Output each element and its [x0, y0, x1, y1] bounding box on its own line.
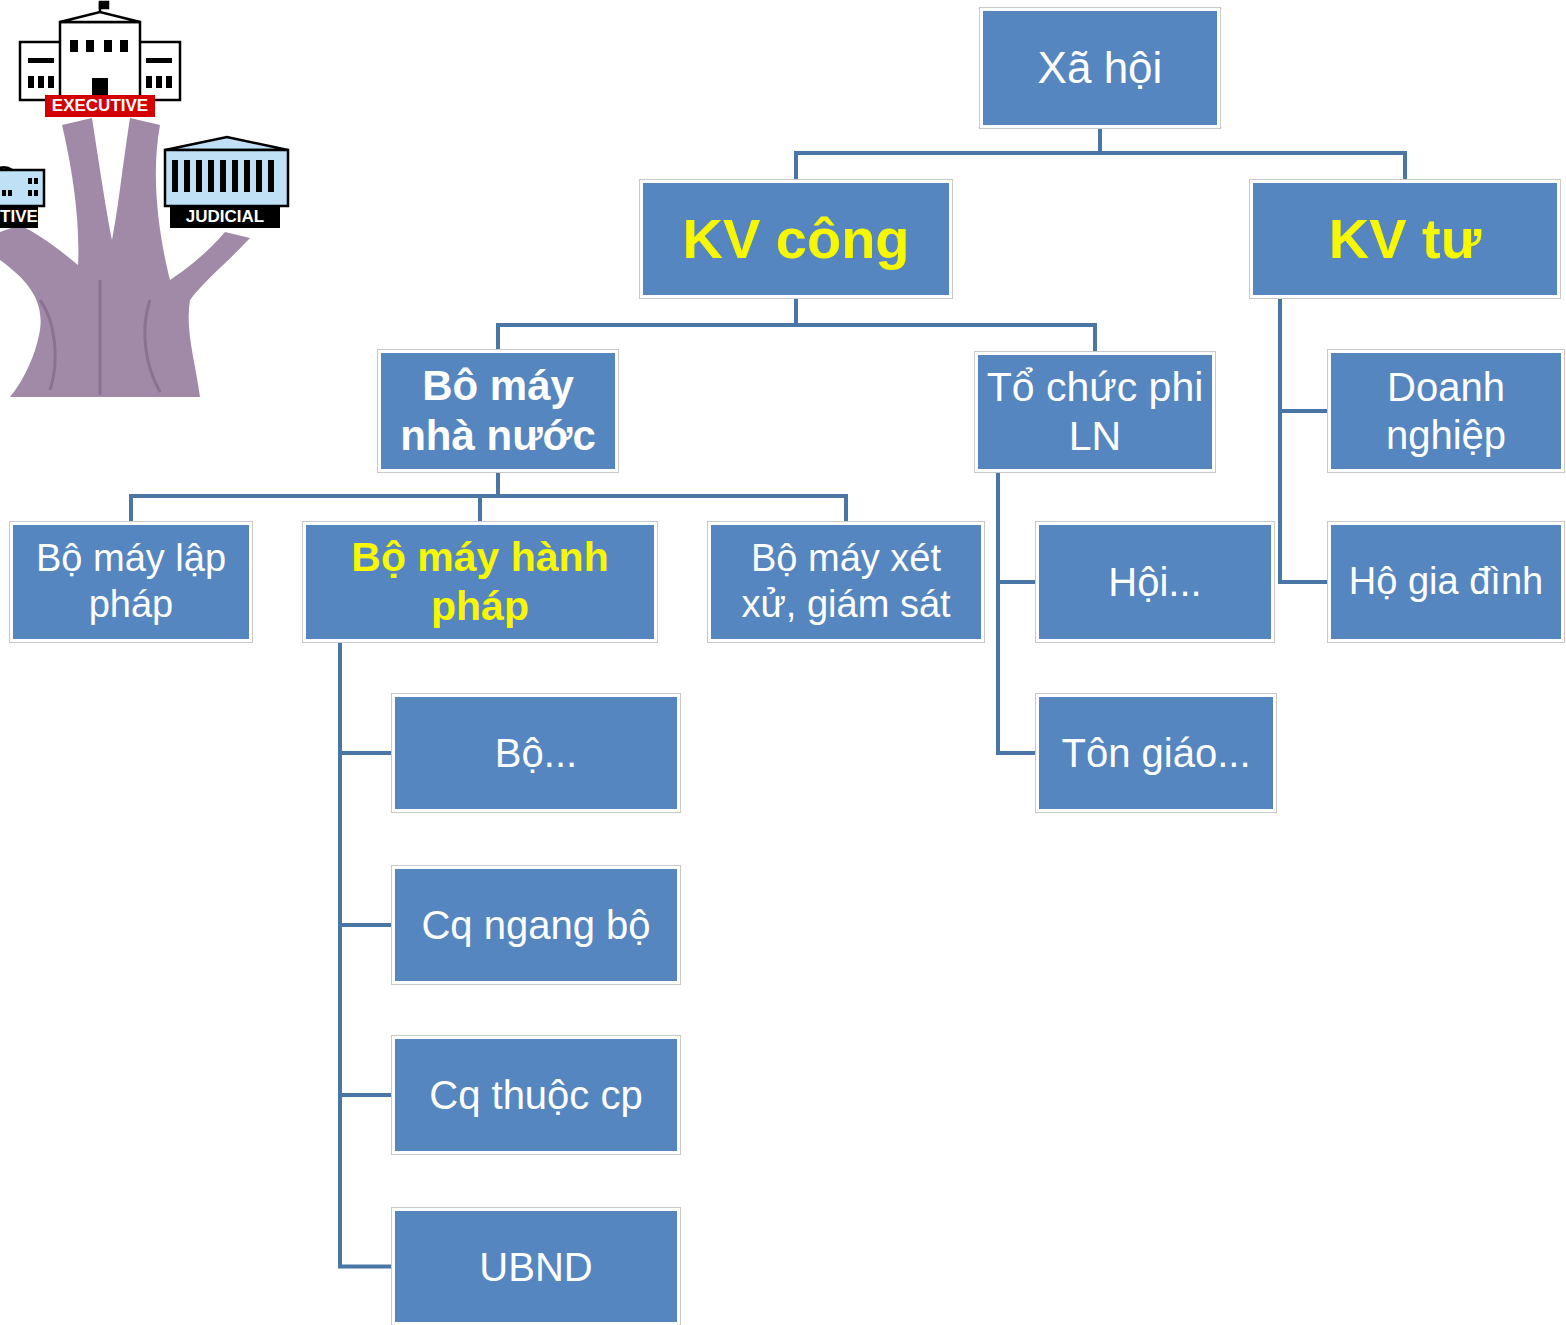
org-box: Hộ gia đình — [1328, 522, 1564, 642]
box-label: Cq thuộc cp — [403, 1071, 669, 1119]
box-label: Hộ gia đình — [1339, 559, 1553, 605]
tree-connector — [340, 642, 392, 1095]
org-box: Cq ngang bộ — [392, 866, 680, 984]
tree-connector — [796, 128, 1100, 180]
box-label: Xã hội — [991, 42, 1209, 95]
box-label: Bộ... — [403, 729, 669, 777]
tree-connector — [998, 472, 1036, 582]
legislative-building — [0, 167, 44, 206]
tree-connector — [1280, 298, 1328, 582]
org-box: Doanh nghiệp — [1328, 350, 1564, 472]
org-box: Bộ... — [392, 694, 680, 812]
tree-connector — [796, 298, 1095, 352]
box-label: UBND — [403, 1243, 669, 1291]
government-tree-illustration — [0, 0, 300, 400]
box-label: Bô máy nhà nước — [389, 361, 607, 462]
tree-connector — [1280, 298, 1328, 411]
executive-building — [20, 2, 180, 100]
box-label: KV công — [651, 205, 941, 272]
org-box: KV công — [640, 180, 952, 298]
org-box: Bô máy nhà nước — [378, 350, 618, 472]
branch-label: EXECUTIVE — [45, 95, 155, 117]
box-label: Cq ngang bộ — [403, 901, 669, 949]
box-label: Tôn giáo... — [1047, 729, 1265, 777]
org-box: Bộ máy hành pháp — [303, 522, 657, 642]
tree-connector — [1100, 128, 1405, 180]
org-box: Hội... — [1036, 522, 1274, 642]
tree-connector — [480, 472, 498, 522]
tree-connector — [340, 642, 392, 1267]
box-label: Bộ máy hành pháp — [314, 533, 646, 631]
branch-label: TIVE — [0, 206, 38, 228]
box-label: Bộ máy lập pháp — [21, 536, 241, 627]
box-label: Tổ chức phi LN — [986, 363, 1204, 461]
judicial-building — [165, 137, 288, 206]
org-box: Bộ máy lập pháp — [10, 522, 252, 642]
branch-label: JUDICIAL — [170, 206, 280, 228]
org-box: Cq thuộc cp — [392, 1036, 680, 1154]
org-box: Bộ máy xét xử, giám sát — [708, 522, 984, 642]
box-label: Bộ máy xét xử, giám sát — [719, 536, 973, 627]
tree-connector — [131, 472, 498, 522]
org-box: Tôn giáo... — [1036, 694, 1276, 812]
org-box: KV tư — [1250, 180, 1560, 298]
trunk-texture — [40, 280, 160, 395]
box-label: Hội... — [1047, 558, 1263, 606]
tree-connector — [498, 298, 796, 350]
tree-connector — [998, 472, 1036, 753]
tree-connector — [498, 472, 846, 522]
org-box: Xã hội — [980, 8, 1220, 128]
org-box: UBND — [392, 1208, 680, 1325]
tree-connector — [340, 642, 392, 925]
tree-connector — [340, 642, 392, 753]
box-label: KV tư — [1261, 205, 1549, 272]
org-box: Tổ chức phi LN — [975, 352, 1215, 472]
box-label: Doanh nghiệp — [1339, 363, 1553, 459]
